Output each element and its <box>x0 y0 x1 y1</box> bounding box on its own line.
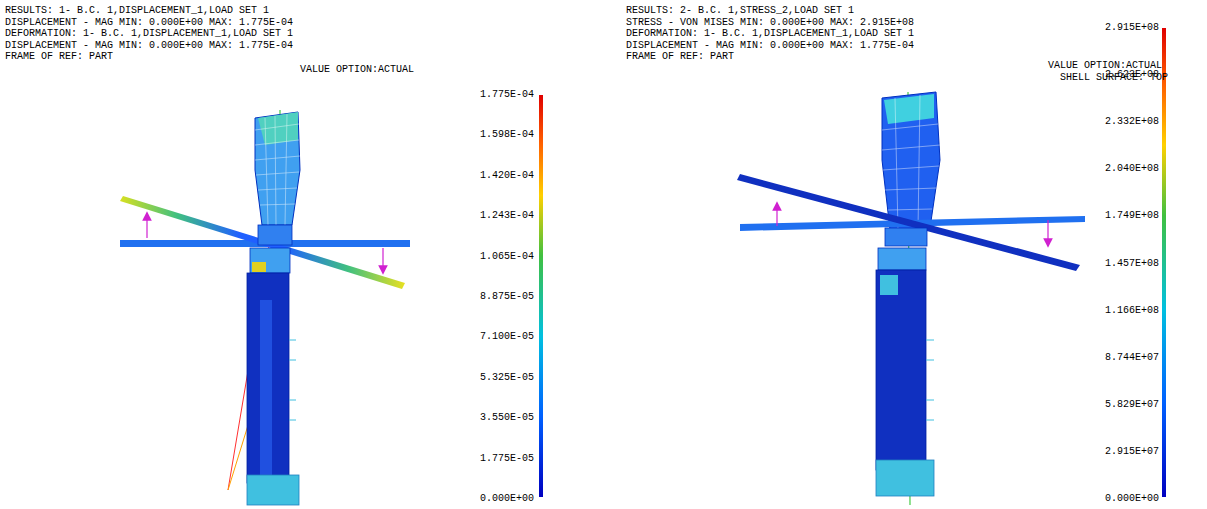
value-option: VALUE OPTION:ACTUAL <box>300 64 414 75</box>
header-text: DEFORMATION: 1- B.C. 1,DISPLACEMENT_1,LO… <box>626 28 914 39</box>
scale-value: 8.744E+07 <box>1105 352 1159 363</box>
scale-value: 8.875E-05 <box>480 291 534 302</box>
scale-value: 5.325E-05 <box>480 372 534 383</box>
turbine-model <box>120 110 410 505</box>
scale-value: 2.623E+08 <box>1105 69 1159 80</box>
scale-value: 3.550E-05 <box>480 412 534 423</box>
scale-value: 1.457E+08 <box>1105 258 1159 269</box>
scale-value: 1.420E-04 <box>480 170 534 181</box>
scale-value: 1.065E-04 <box>480 251 534 262</box>
header-text: FRAME OF REF: PART <box>5 51 113 62</box>
scale-value: 2.915E+07 <box>1105 446 1159 457</box>
turbine-model <box>737 92 1085 505</box>
scale-value: 2.915E+08 <box>1105 22 1159 33</box>
color-bar <box>1162 28 1166 497</box>
scale-value: 1.775E-04 <box>480 89 534 100</box>
scale-value: 0.000E+00 <box>1105 493 1159 504</box>
header-text: RESULTS: 1- B.C. 1,DISPLACEMENT_1,LOAD S… <box>5 5 269 16</box>
scale-value: 1.749E+08 <box>1105 210 1159 221</box>
scale-value: 1.775E-05 <box>480 453 534 464</box>
scale-value: 2.040E+08 <box>1105 163 1159 174</box>
color-bar <box>539 95 543 497</box>
header-text: DISPLACEMENT - MAG MIN: 0.000E+00 MAX: 1… <box>626 40 914 51</box>
header-text: DISPLACEMENT - MAG MIN: 0.000E+00 MAX: 1… <box>5 17 293 28</box>
scale-value: 2.332E+08 <box>1105 116 1159 127</box>
scale-value: 5.829E+07 <box>1105 399 1159 410</box>
scale-value: 1.598E-04 <box>480 129 534 140</box>
scale-value: 0.000E+00 <box>480 493 534 504</box>
header-text: RESULTS: 2- B.C. 1,STRESS_2,LOAD SET 1 <box>626 5 854 16</box>
scale-value: 1.243E-04 <box>480 210 534 221</box>
header-text: DEFORMATION: 1- B.C. 1,DISPLACEMENT_1,LO… <box>5 28 293 39</box>
scale-value: 7.100E-05 <box>480 331 534 342</box>
header-text: STRESS - VON MISES MIN: 0.000E+00 MAX: 2… <box>626 17 914 28</box>
scale-value: 1.166E+08 <box>1105 305 1159 316</box>
header-text: DISPLACEMENT - MAG MIN: 0.000E+00 MAX: 1… <box>5 40 293 51</box>
header-text: FRAME OF REF: PART <box>626 51 734 62</box>
